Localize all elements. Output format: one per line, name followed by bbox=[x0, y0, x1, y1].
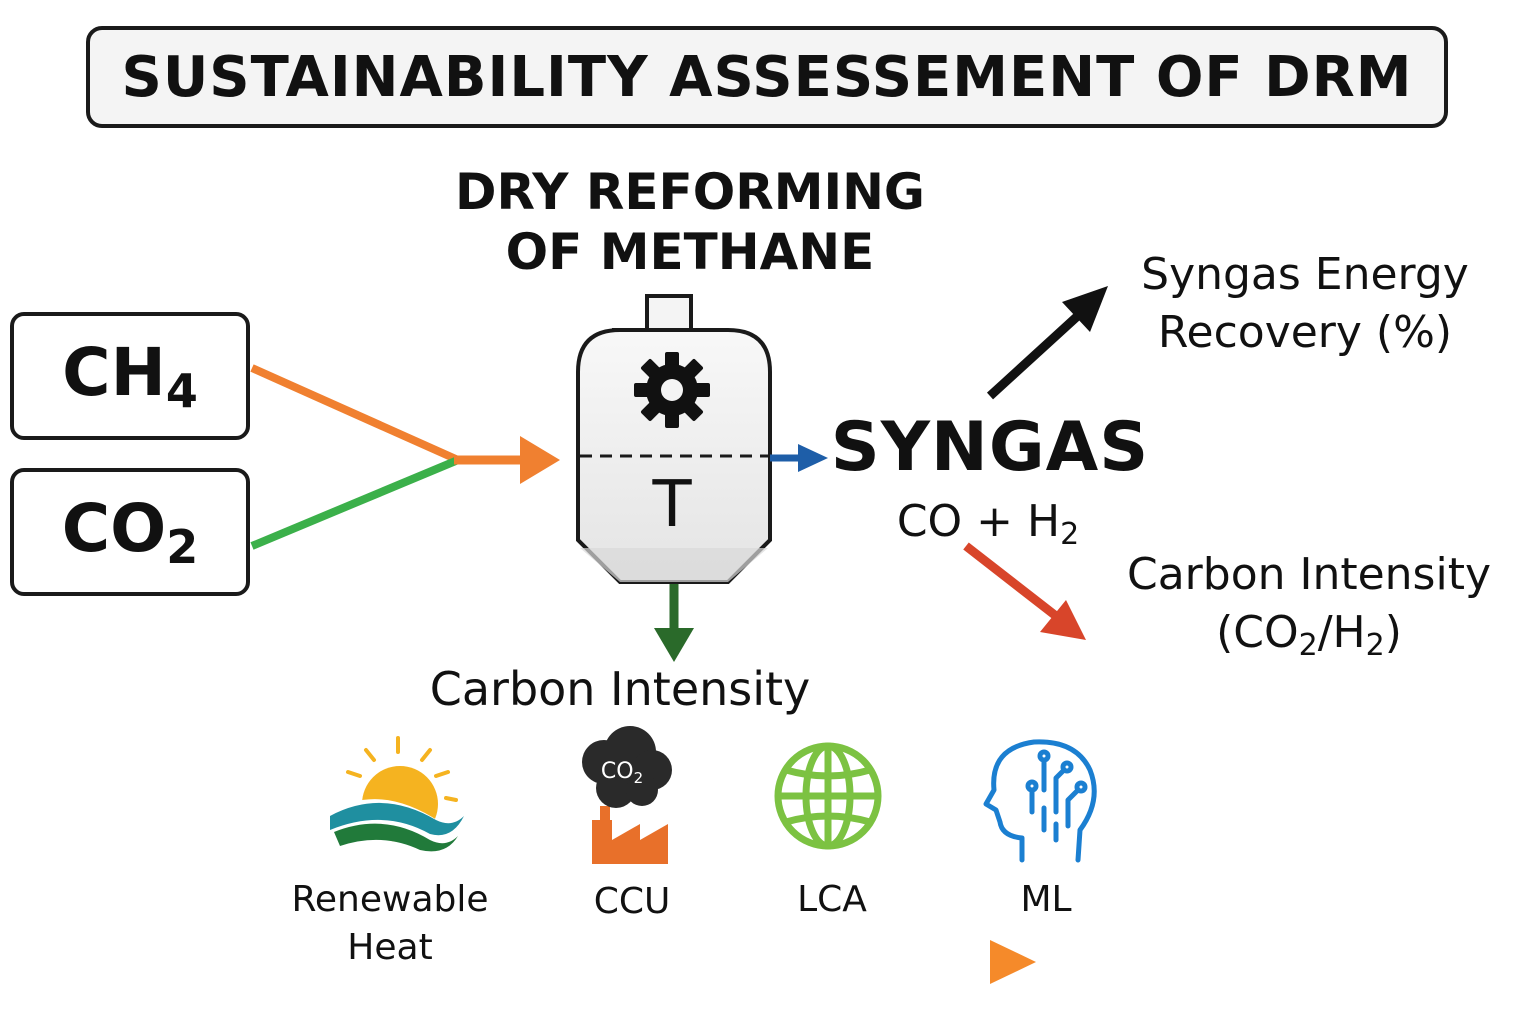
ci-mid: /H bbox=[1317, 607, 1366, 658]
globe-icon bbox=[774, 742, 882, 850]
carbon-intensity-syngas-label: Carbon Intensity (CO2/H2) bbox=[1104, 546, 1514, 675]
syngas-formula: CO + H2 bbox=[848, 496, 1128, 552]
combined-feed-arrowhead bbox=[520, 436, 560, 484]
energy-recovery-arrowhead bbox=[1062, 286, 1108, 332]
ch4-base: CH bbox=[62, 334, 166, 411]
reactor-down-arrowhead bbox=[654, 628, 694, 662]
syngas-label: SYNGAS bbox=[830, 408, 1150, 487]
ml-label: ML bbox=[966, 876, 1126, 924]
co2-input-box: CO2 bbox=[10, 468, 250, 596]
syngas-formula-prefix: CO + H bbox=[896, 496, 1061, 547]
ci-sub2: 2 bbox=[1365, 628, 1385, 663]
co2-base: CO bbox=[61, 490, 167, 567]
ch4-feed-line bbox=[250, 364, 460, 464]
energy-recovery-line1: Syngas Energy bbox=[1141, 249, 1469, 300]
reactor-carbon-intensity-label: Carbon Intensity bbox=[429, 662, 811, 716]
reactor-vessel bbox=[576, 294, 772, 584]
lca-label: LCA bbox=[752, 876, 912, 924]
temperature-symbol: T bbox=[651, 468, 692, 542]
ch4-input-box: CH4 bbox=[10, 312, 250, 440]
ml-line1: ML bbox=[1020, 879, 1072, 920]
carbon-intensity-line bbox=[963, 542, 1059, 620]
co2-factory-icon: CO2 bbox=[582, 726, 672, 864]
ccu-line1: CCU bbox=[593, 881, 671, 922]
title-box: SUSTAINABILITY ASSESSEMENT OF DRM bbox=[86, 26, 1448, 128]
ci-open: (CO bbox=[1216, 607, 1299, 658]
syngas-out-arrowhead bbox=[798, 444, 828, 472]
ci-close: ) bbox=[1384, 607, 1402, 658]
ch4-subscript: 4 bbox=[165, 364, 198, 418]
energy-recovery-line2: Recovery (%) bbox=[1157, 307, 1453, 358]
carbon-intensity-arrowhead bbox=[1040, 600, 1086, 640]
gear-icon bbox=[634, 352, 710, 428]
renewable-heat-line1: Renewable bbox=[291, 879, 489, 920]
page-title: SUSTAINABILITY ASSESSEMENT OF DRM bbox=[121, 44, 1413, 110]
reactor-title-line2: OF METHANE bbox=[505, 223, 875, 281]
co2-feed-line bbox=[250, 456, 460, 550]
energy-recovery-line bbox=[986, 308, 1086, 400]
syngas-formula-sub: 2 bbox=[1060, 517, 1080, 552]
carbon-intensity-syngas-line1: Carbon Intensity bbox=[1126, 549, 1491, 600]
ch4-label: CH4 bbox=[62, 334, 198, 418]
ci-sub1: 2 bbox=[1298, 628, 1318, 663]
reactor-title-line1: DRY REFORMING bbox=[455, 163, 925, 221]
ccu-label: CCU bbox=[552, 878, 712, 926]
renewable-heat-icon bbox=[330, 736, 466, 852]
co2-label: CO2 bbox=[62, 490, 199, 574]
carbon-intensity-syngas-line2: (CO2/H2) bbox=[1104, 604, 1514, 675]
co2-subscript: 2 bbox=[166, 520, 199, 574]
renewable-heat-label: Renewable Heat bbox=[270, 876, 510, 972]
renewable-heat-line2: Heat bbox=[347, 927, 433, 968]
reactor-title: DRY REFORMING OF METHANE bbox=[410, 162, 970, 282]
ai-head-icon bbox=[983, 739, 1097, 863]
co2-cloud-text: CO2 bbox=[601, 759, 643, 787]
energy-recovery-label: Syngas Energy Recovery (%) bbox=[1110, 246, 1500, 362]
lca-line1: LCA bbox=[797, 879, 867, 920]
progress-arrow-head bbox=[990, 940, 1036, 984]
